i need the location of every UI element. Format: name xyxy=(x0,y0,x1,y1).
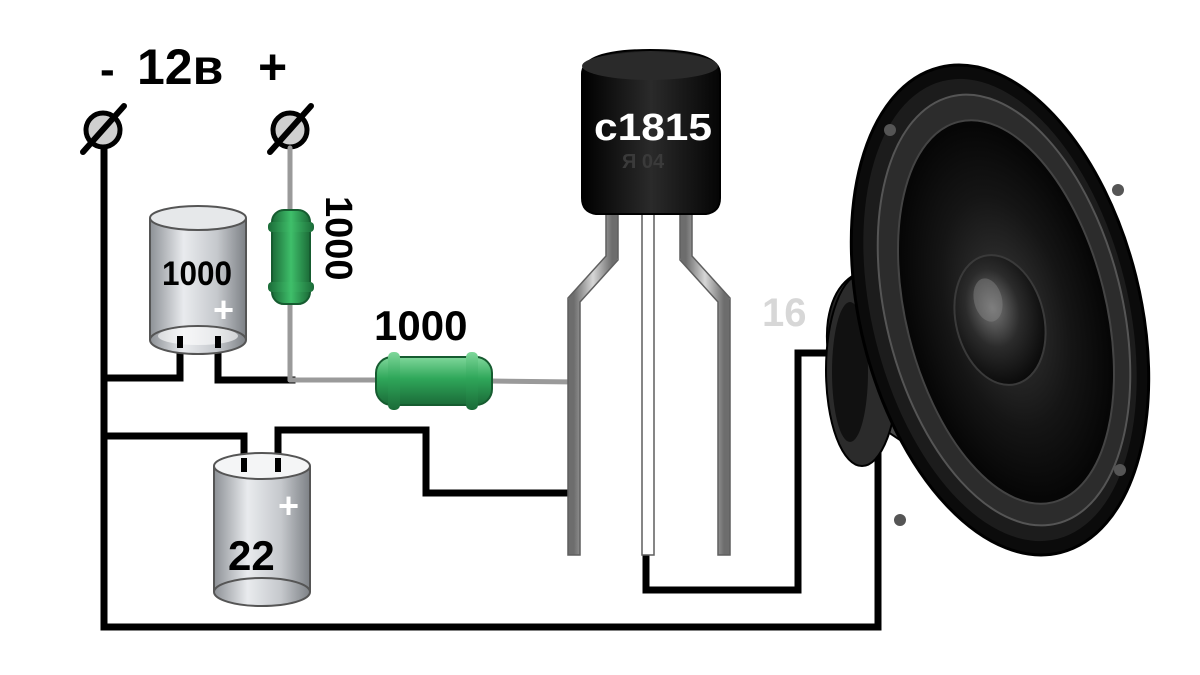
capacitor-top-value: 1000 xyxy=(162,255,232,293)
leads xyxy=(287,145,581,385)
supply-plus-label: + xyxy=(258,39,287,95)
transistor-leg-outlines xyxy=(567,212,731,556)
wire-cap-top-right xyxy=(214,338,296,384)
capacitor-bottom-value: 22 xyxy=(228,532,275,579)
transistor-leg-left xyxy=(568,212,618,555)
transistor-leg-right xyxy=(680,212,730,555)
transistor-sub-marking: Я 04 xyxy=(622,151,665,173)
transistor-marking: c1815 xyxy=(594,107,712,149)
resistor-vertical xyxy=(268,209,314,305)
wire-transistor-to-speaker xyxy=(642,349,836,594)
resistor-horizontal xyxy=(375,352,493,410)
resistor-vertical-value: 1000 xyxy=(317,196,359,281)
resistor-horizontal-value: 1000 xyxy=(374,302,467,349)
capacitor-bottom xyxy=(213,452,311,607)
wire-negative-rail xyxy=(100,141,882,631)
speaker xyxy=(825,63,1151,557)
speaker-impedance-label: 16 xyxy=(762,291,807,335)
transistor-body xyxy=(581,48,721,215)
terminal-positive xyxy=(267,103,314,155)
capacitor-bottom-polarity: + xyxy=(278,485,299,526)
supply-voltage-label: 12в xyxy=(137,39,223,95)
wires xyxy=(100,141,882,631)
transistor-legs xyxy=(568,212,730,555)
capacitor-top-polarity: + xyxy=(213,289,234,330)
lead-resistor-to-base xyxy=(487,378,581,385)
terminal-negative xyxy=(80,103,127,155)
supply-minus-label: - xyxy=(100,45,115,94)
capacitor-top xyxy=(149,205,247,355)
wire-cap-bottom-right xyxy=(274,426,576,497)
